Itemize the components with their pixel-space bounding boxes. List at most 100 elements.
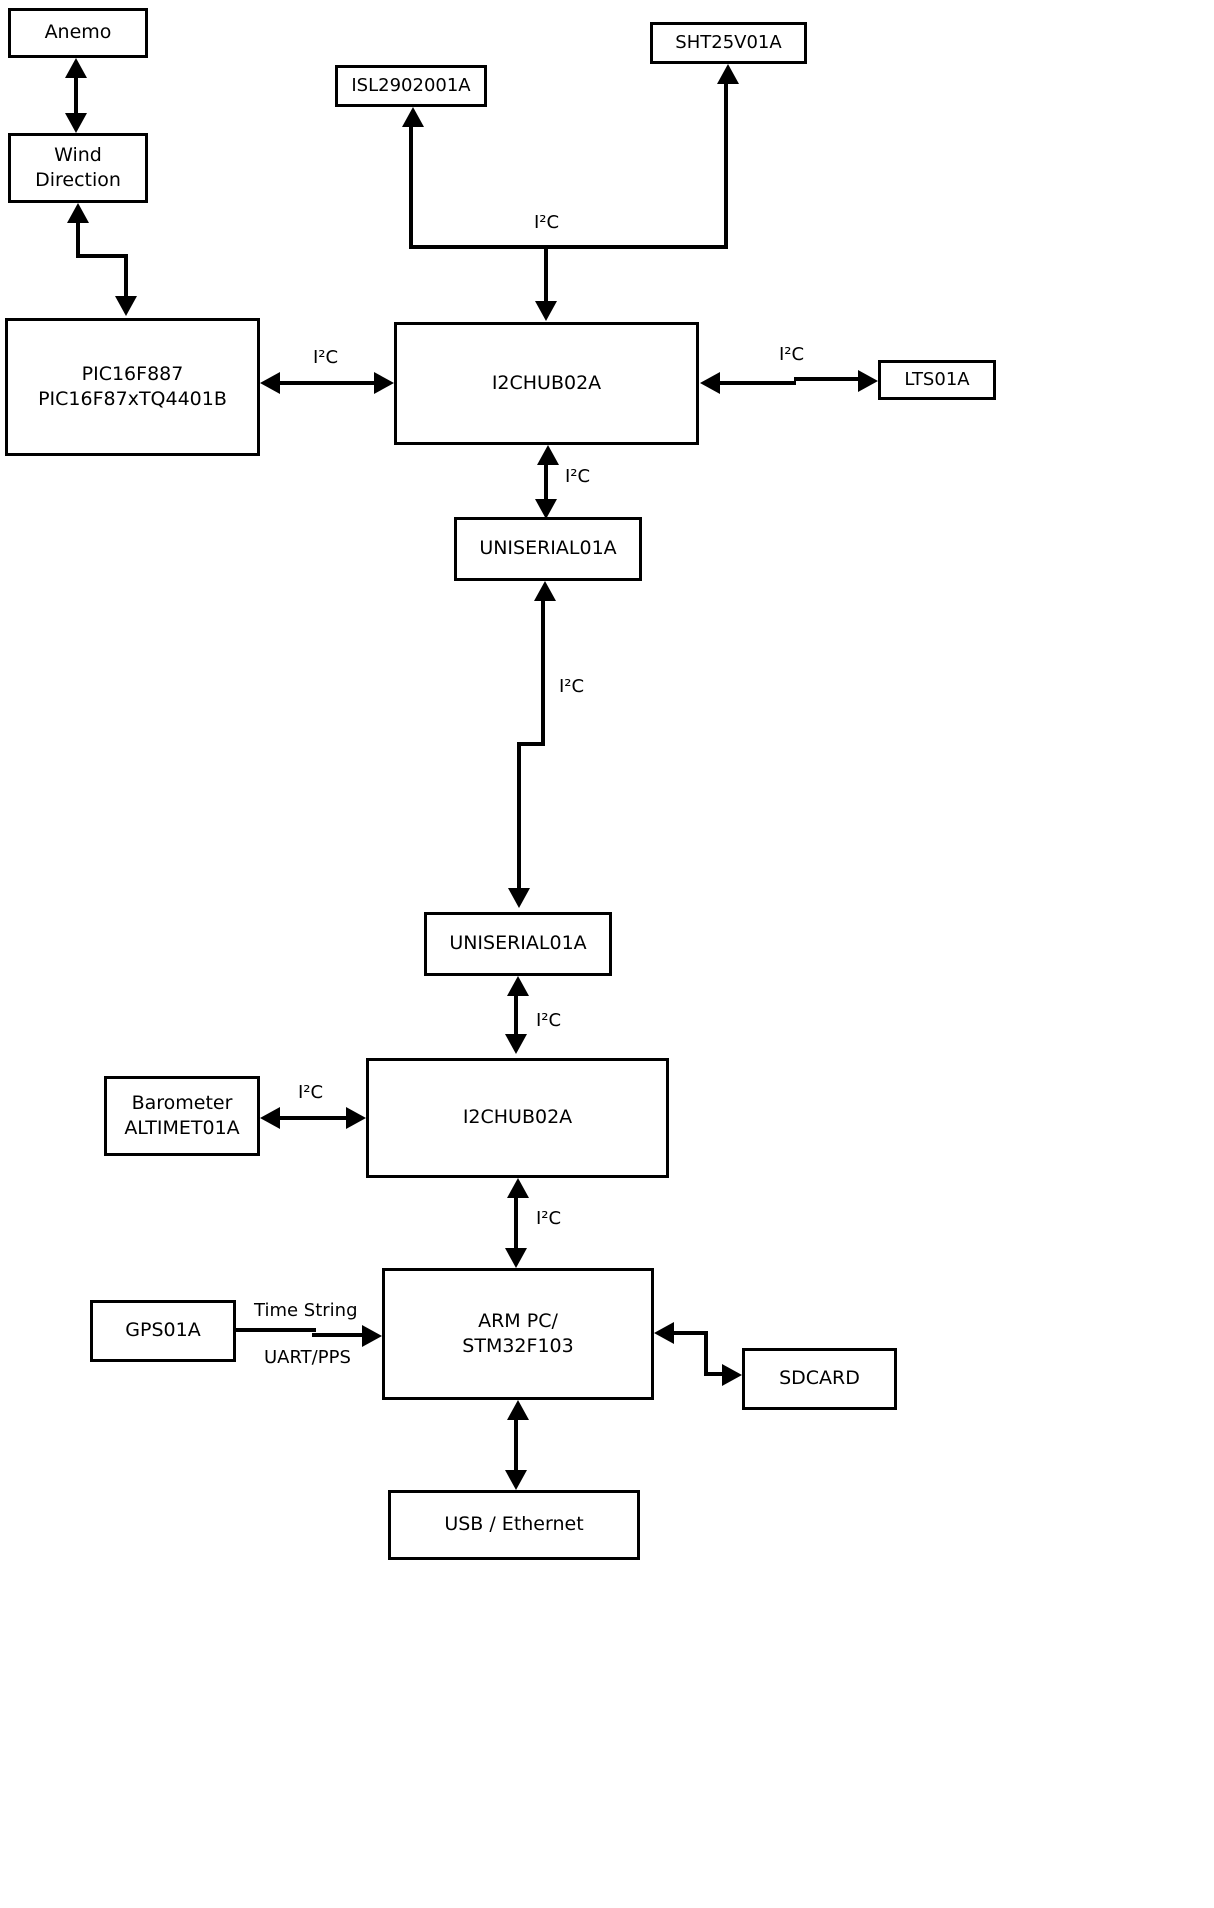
arrowhead-right-hub-mid	[346, 1107, 366, 1129]
arrowhead-down-usbeth	[505, 1470, 527, 1490]
edge-label-pic-hub-text: I²C	[313, 347, 339, 368]
node-sht25v01a[interactable]: SHT25V01A	[650, 22, 807, 64]
edge-label-hub-uniserial: I²C	[565, 466, 590, 487]
arrowhead-down-pic	[115, 296, 137, 316]
arrowhead-up-uniserial-lower-bottom	[507, 976, 529, 996]
node-uniserial01a-lower[interactable]: UNISERIAL01A	[424, 912, 612, 976]
edge-label-uniserial-link: I²C	[559, 676, 584, 697]
node-wind-direction-label: Wind Direction	[35, 143, 121, 191]
edge-baro-hub	[278, 1116, 348, 1120]
edge-arm-sdcard-seg1	[672, 1331, 708, 1335]
edge-label-gps-uart-pps: UART/PPS	[264, 1347, 351, 1368]
node-pic-mcu[interactable]: PIC16F887 PIC16F87xTQ4401B	[5, 318, 260, 456]
node-uniserial01a-upper[interactable]: UNISERIAL01A	[454, 517, 642, 581]
arrowhead-up-anemo	[65, 58, 87, 78]
edge-label-baro-hub-text: I²C	[298, 1082, 324, 1103]
edge-label-hub-uniserial-text: I²C	[565, 466, 591, 487]
arrowhead-up-winddir-from-pic	[67, 203, 89, 223]
arrowhead-right-armpc-from-gps	[362, 1325, 382, 1347]
node-lts01a[interactable]: LTS01A	[878, 360, 996, 400]
arrowhead-left-hub-top	[700, 372, 720, 394]
edge-gps-arm-seg1	[236, 1328, 316, 1332]
edge-hub-uniserial	[544, 463, 548, 501]
node-wind-direction[interactable]: Wind Direction	[8, 133, 148, 203]
edge-uniserial-hub2	[514, 994, 518, 1034]
edge-label-bus-top: I²C	[534, 212, 559, 233]
arrowhead-left-pic	[260, 372, 280, 394]
node-usb-ethernet-label: USB / Ethernet	[444, 1513, 584, 1536]
edge-label-gps-uart-pps-text: UART/PPS	[264, 1347, 351, 1368]
edge-anemo-winddir	[74, 66, 78, 128]
node-usb-ethernet[interactable]: USB / Ethernet	[388, 1490, 640, 1560]
edge-arm-sdcard-seg2	[704, 1331, 708, 1376]
edge-label-hub-arm: I²C	[536, 1208, 561, 1229]
edge-label-hub-arm-text: I²C	[536, 1208, 562, 1229]
edge-label-gps-time-string-text: Time String	[254, 1300, 358, 1321]
arrowhead-up-uniserial-upper	[534, 581, 556, 601]
node-anemo[interactable]: Anemo	[8, 8, 148, 58]
edge-hub-lts-seg1	[718, 381, 796, 385]
node-i2chub02a-mid-label: I2CHUB02A	[462, 1106, 573, 1129]
edge-label-baro-hub: I²C	[298, 1082, 323, 1103]
edge-pic-hub	[278, 381, 376, 385]
node-arm-pc-label: ARM PC/ STM32F103	[462, 1309, 574, 1357]
edge-label-bus-top-text: I²C	[534, 212, 560, 233]
arrowhead-up-armpc-bottom	[507, 1400, 529, 1420]
edge-label-hub-lts-text: I²C	[779, 344, 805, 365]
edge-label-uniserial-link-text: I²C	[559, 676, 585, 697]
arrowhead-right-lts	[858, 370, 878, 392]
arrowhead-down-uniserial-lower	[508, 888, 530, 908]
arrowhead-left-armpc-from-sdcard	[654, 1322, 674, 1344]
node-i2chub02a-top-label: I2CHUB02A	[491, 371, 602, 394]
node-sdcard-label: SDCARD	[779, 1367, 860, 1390]
arrowhead-left-barometer	[260, 1107, 280, 1129]
node-uniserial01a-upper-label: UNISERIAL01A	[479, 537, 617, 560]
node-pic-mcu-label: PIC16F887 PIC16F87xTQ4401B	[38, 362, 227, 410]
arrowhead-down-uniserial-up	[535, 499, 557, 519]
node-uniserial01a-lower-label: UNISERIAL01A	[449, 932, 587, 955]
edge-arm-sdcard-seg3	[704, 1372, 724, 1376]
edge-bus-isl-riser	[409, 125, 413, 248]
edge-pic-winddir-seg1	[76, 221, 80, 256]
arrowhead-right-sdcard	[722, 1364, 742, 1386]
node-gps01a-label: GPS01A	[125, 1319, 201, 1342]
edge-pic-winddir-seg3	[124, 254, 128, 298]
node-anemo-label: Anemo	[44, 21, 112, 44]
arrowhead-up-hub-top-bottom	[537, 445, 559, 465]
node-i2chub02a-top[interactable]: I2CHUB02A	[394, 322, 699, 445]
edge-label-pic-hub: I²C	[313, 347, 338, 368]
edge-top-i2c-bus	[409, 245, 728, 249]
edge-bus-hub-drop	[544, 245, 548, 303]
node-barometer-altimet01a[interactable]: Barometer ALTIMET01A	[104, 1076, 260, 1156]
edge-label-uniserial-hub2-text: I²C	[536, 1010, 562, 1031]
node-isl2902001a-label: ISL2902001A	[351, 75, 471, 97]
node-arm-pc[interactable]: ARM PC/ STM32F103	[382, 1268, 654, 1400]
node-sdcard[interactable]: SDCARD	[742, 1348, 897, 1410]
arrowhead-up-sht	[717, 64, 739, 84]
edge-hub-arm	[514, 1196, 518, 1250]
node-barometer-altimet01a-label: Barometer ALTIMET01A	[124, 1091, 240, 1139]
arrowhead-down-winddir	[65, 113, 87, 133]
node-lts01a-label: LTS01A	[904, 369, 970, 391]
arrowhead-down-hub-mid	[505, 1034, 527, 1054]
node-gps01a[interactable]: GPS01A	[90, 1300, 236, 1362]
edge-uniserial-link-seg2	[517, 742, 545, 746]
arrowhead-right-hub-top	[374, 372, 394, 394]
arrowhead-up-isl	[402, 107, 424, 127]
node-sht25v01a-label: SHT25V01A	[675, 32, 782, 54]
edge-hub-lts-seg2	[794, 377, 860, 381]
edge-label-uniserial-hub2: I²C	[536, 1010, 561, 1031]
node-i2chub02a-mid[interactable]: I2CHUB02A	[366, 1058, 669, 1178]
arrowhead-up-hub-mid-bottom	[507, 1178, 529, 1198]
edge-label-gps-time-string: Time String	[254, 1300, 358, 1321]
edge-arm-usbeth	[514, 1418, 518, 1472]
edge-label-hub-lts: I²C	[779, 344, 804, 365]
node-isl2902001a[interactable]: ISL2902001A	[335, 65, 487, 107]
edge-gps-arm-seg2	[312, 1333, 364, 1337]
edge-bus-sht-riser	[724, 82, 728, 248]
edge-pic-winddir-seg2	[76, 254, 128, 258]
edge-uniserial-link-seg3	[517, 742, 521, 890]
arrowhead-down-armpc	[505, 1248, 527, 1268]
edge-uniserial-link-seg1	[541, 599, 545, 745]
